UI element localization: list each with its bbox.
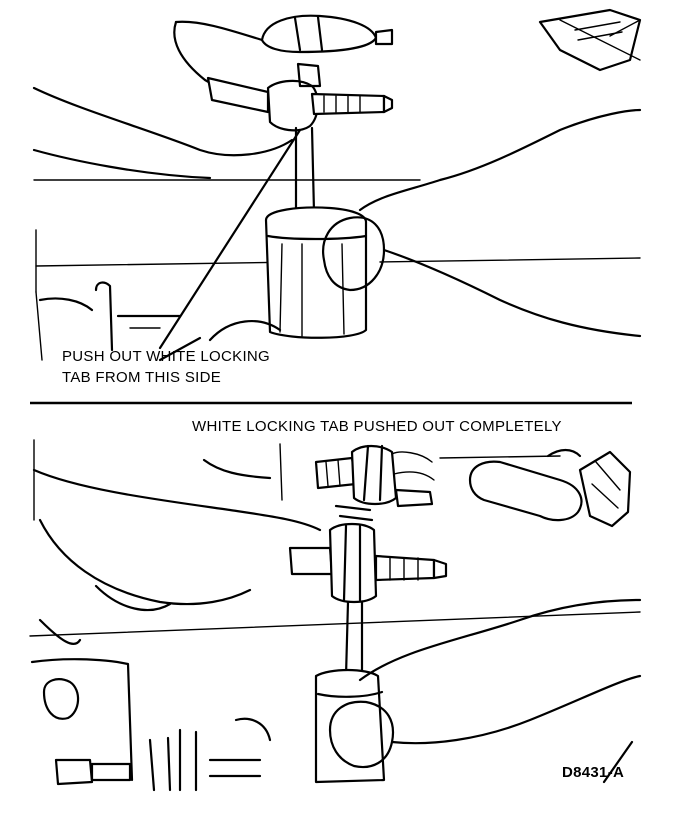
top-panel-drawing bbox=[32, 8, 642, 362]
caption-tab-pushed-out: WHITE LOCKING TAB PUSHED OUT COMPLETELY bbox=[192, 418, 562, 435]
bottom-panel-drawing bbox=[29, 439, 642, 792]
figure-id: D8431-A bbox=[562, 764, 625, 781]
callout-push-out-line2: TAB FROM THIS SIDE bbox=[62, 369, 222, 386]
callout-push-out-line1: PUSH OUT WHITE LOCKING bbox=[62, 348, 271, 365]
